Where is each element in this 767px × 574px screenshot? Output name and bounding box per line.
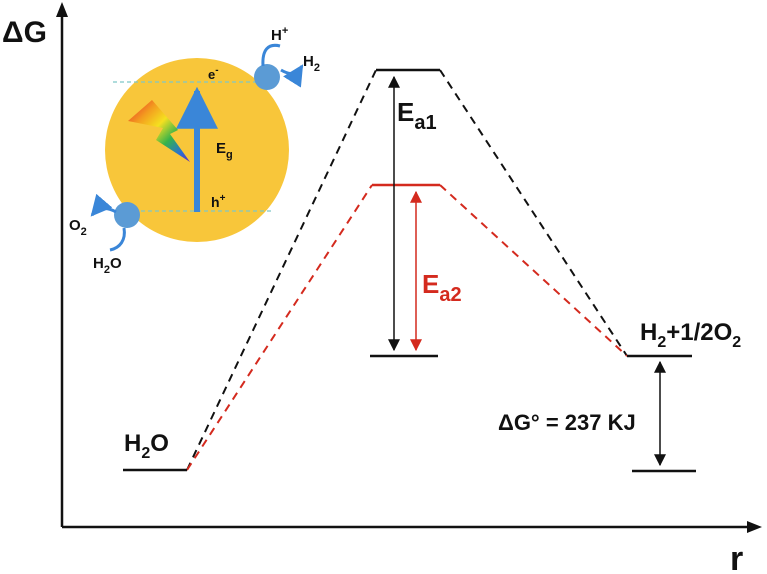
ea1-label: Ea1 (397, 97, 437, 134)
band-gap-label: Eg (216, 140, 233, 161)
hole-label: h+ (211, 193, 226, 210)
y-axis-arrowhead (56, 2, 68, 17)
x-axis-arrowhead (747, 521, 762, 533)
delta-g-label: ΔG° = 237 KJ (498, 410, 636, 435)
activation-arrows (388, 75, 666, 467)
reduction-site: H+ H2 (254, 25, 320, 90)
oxygen-label: O2 (69, 217, 87, 238)
hydrogen-label: H2 (303, 53, 320, 74)
uncatalyzed-fall-dash (439, 69, 628, 357)
uncatalyzed-path (186, 69, 628, 471)
water-label: H2O (93, 255, 122, 276)
light-bolt-icon (128, 100, 190, 162)
x-axis-label: r (730, 540, 743, 574)
proton-uptake-arrow (261, 43, 281, 67)
energy-levels (123, 68, 696, 473)
reduction-cocatalyst (254, 64, 280, 90)
y-axis-label: ΔG (2, 16, 47, 49)
catalyzed-fall-dash (439, 184, 628, 357)
oxidation-cocatalyst (114, 202, 140, 228)
proton-label: H+ (271, 25, 288, 44)
water-uptake-arrow (109, 227, 126, 252)
catalyzed-rise-dash (186, 184, 373, 471)
hydrogen-release-arrow (280, 64, 304, 88)
electron-label: e- (208, 65, 219, 82)
photocatalyst-particle: e- h+ Eg (105, 58, 289, 242)
reactant-label: H2O (124, 430, 169, 462)
ea2-label: Ea2 (422, 269, 462, 306)
catalyzed-path (186, 184, 628, 471)
oxygen-release-arrow (90, 193, 117, 217)
uncatalyzed-rise-dash (186, 69, 377, 471)
product-label: H2+1/2O2 (640, 319, 741, 351)
oxidation-site: O2 H2O (69, 193, 140, 276)
